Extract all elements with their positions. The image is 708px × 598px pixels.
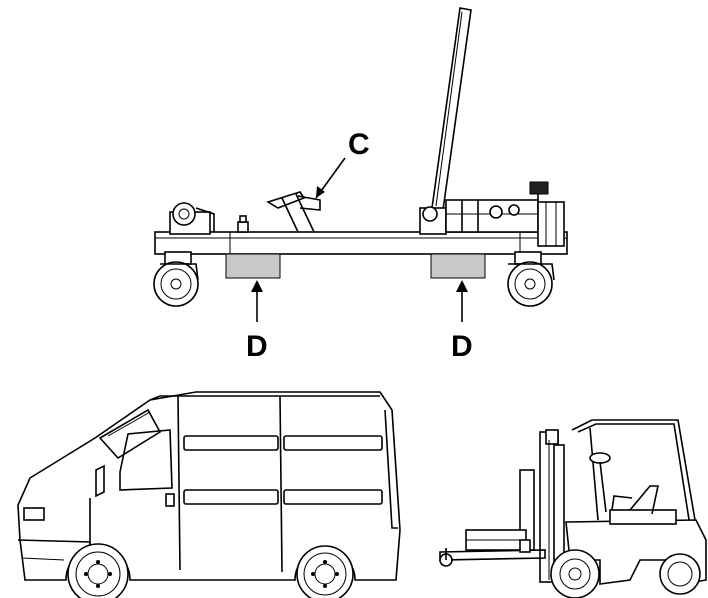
van-rear-wheel	[296, 545, 354, 598]
label-c: C	[348, 128, 370, 161]
trolley-handle	[431, 7, 472, 211]
van-front-wheel	[67, 543, 129, 598]
center-support	[237, 191, 321, 233]
left-caster-assembly	[153, 202, 215, 307]
label-d-right: D	[451, 330, 473, 363]
support-pad-left	[225, 253, 281, 279]
forklift-forks	[439, 529, 546, 567]
callout-c: C	[315, 128, 370, 199]
hydraulic-pump	[419, 181, 565, 247]
callout-d-right: D	[451, 280, 473, 363]
forklift-overhead-guard	[571, 419, 697, 527]
delivery-van	[17, 391, 401, 598]
right-caster-assembly	[507, 251, 555, 307]
forklift-front-wheel	[550, 549, 600, 598]
forklift	[439, 419, 707, 598]
forklift-body	[565, 452, 707, 585]
lifting-trolley	[153, 7, 568, 307]
forklift-rear-wheel	[659, 553, 701, 595]
label-d-left: D	[246, 330, 268, 363]
callout-d-left: D	[246, 280, 268, 363]
support-pad-right	[430, 253, 486, 279]
trolley-frame	[154, 231, 568, 255]
